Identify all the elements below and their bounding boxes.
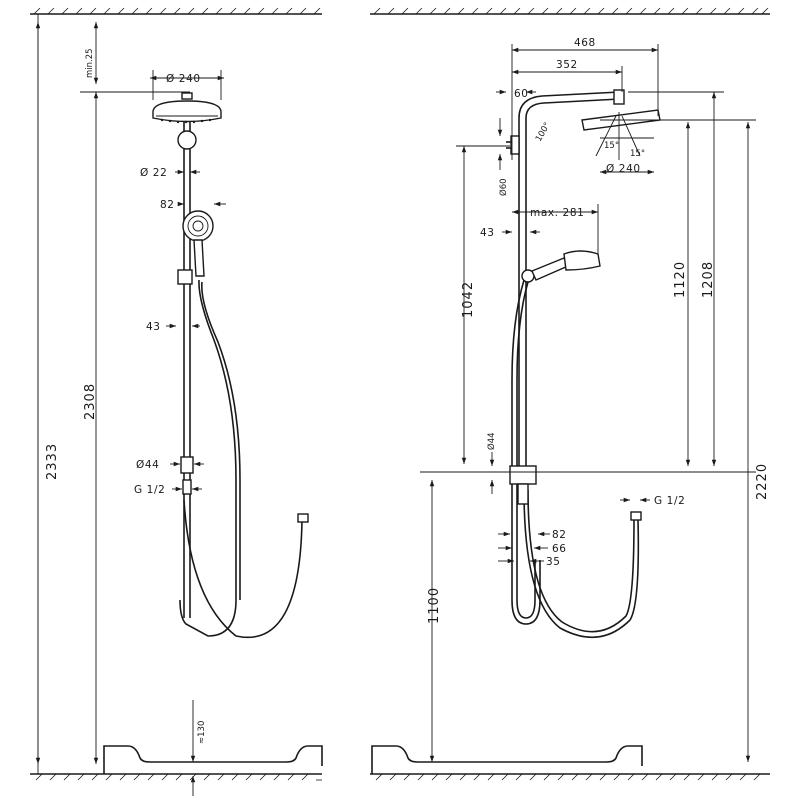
right-shower-tray	[371, 745, 643, 774]
left-ceiling	[30, 7, 322, 15]
label-dia-60: Ø60	[498, 178, 509, 196]
right-wall-connector	[517, 483, 529, 505]
right-view: 468 352 60 100° Ø60 15° 15° Ø 240 max. 2…	[370, 7, 770, 781]
left-view: min.25 Ø 240 Ø 22 82 43 Ø44 G 1/2 2333 2…	[30, 7, 323, 796]
left-shower-tray	[103, 745, 323, 774]
left-wall-connector	[182, 479, 192, 495]
label-66-right: 66	[552, 543, 567, 555]
left-hose	[179, 279, 237, 637]
right-shower-arm	[518, 91, 621, 119]
label-1042: 1042	[461, 281, 476, 318]
label-dia-22: Ø 22	[140, 167, 167, 179]
label-dia-44-right: Ø44	[486, 432, 497, 450]
label-60: 60	[514, 88, 529, 100]
right-ceiling	[370, 7, 770, 15]
label-dia-240-left: Ø 240	[166, 73, 201, 85]
right-hose-loop	[523, 489, 640, 639]
label-35-right: 35	[546, 556, 561, 568]
label-82-right: 82	[552, 529, 567, 541]
left-riser-pipe	[183, 118, 191, 618]
right-hose-connector	[630, 511, 642, 521]
left-hose-connector	[297, 513, 309, 523]
label-dia-240-right: Ø 240	[606, 163, 641, 175]
label-43-left: 43	[146, 321, 161, 333]
left-overhead-shower	[152, 92, 222, 150]
label-angle-15b: 15°	[630, 149, 645, 159]
right-hose	[511, 279, 541, 625]
right-hand-shower	[521, 250, 601, 283]
label-g-half-left: G 1/2	[134, 484, 165, 496]
right-wall-bracket	[510, 135, 520, 155]
label-2220: 2220	[755, 463, 770, 500]
left-hand-shower	[177, 210, 214, 285]
label-2308: 2308	[83, 383, 98, 420]
right-diverter	[509, 465, 537, 485]
label-g-half-right: G 1/2	[654, 495, 685, 507]
label-1100: 1100	[427, 587, 442, 624]
label-dia-44-left: Ø44	[136, 459, 159, 471]
left-floor	[30, 773, 322, 781]
right-floor	[370, 773, 770, 781]
left-diverter	[180, 456, 194, 474]
label-1120: 1120	[673, 261, 688, 298]
label-468: 468	[574, 37, 596, 49]
label-2333: 2333	[45, 443, 60, 480]
label-angle-15a: 15°	[604, 141, 619, 151]
label-max-281: max. 281	[530, 207, 584, 219]
label-82-left: 82	[160, 199, 175, 211]
label-1208: 1208	[701, 261, 716, 298]
label-min-25: min.25	[85, 48, 95, 78]
label-approx-130: ≈130	[197, 721, 207, 744]
label-angle-100: 100°	[534, 121, 553, 144]
label-43-right: 43	[480, 227, 495, 239]
label-352: 352	[556, 59, 578, 71]
left-hose-loop	[183, 499, 303, 639]
